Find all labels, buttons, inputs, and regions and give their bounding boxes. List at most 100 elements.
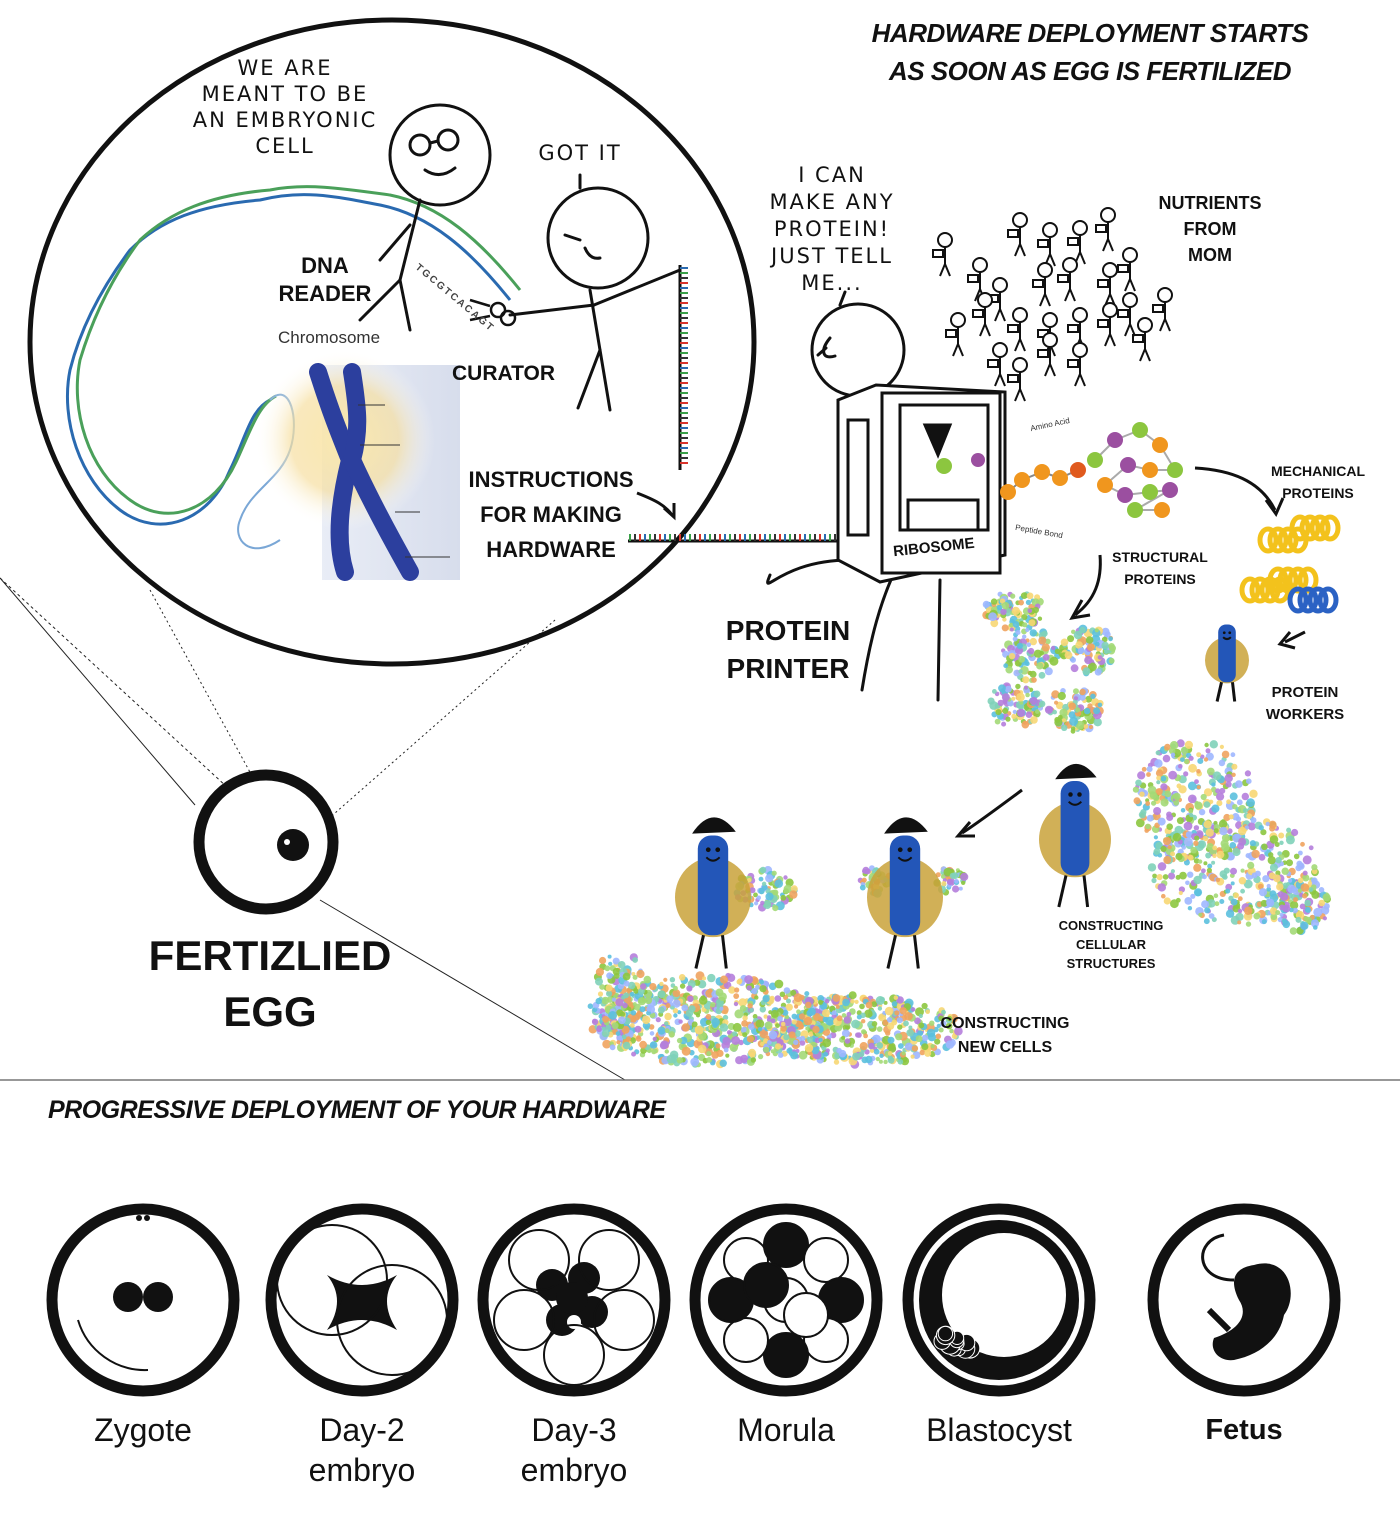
- nutrient-figure: [932, 232, 953, 277]
- mrna-bases: [629, 267, 841, 541]
- nutrient-figure: [1032, 262, 1053, 307]
- nutrient-figure: [987, 277, 1008, 322]
- dna-reader-label-line: READER: [278, 281, 372, 306]
- dna-reader-label: DNA READER: [270, 252, 380, 308]
- workers-label-line: WORKERS: [1265, 706, 1345, 723]
- stage-icon: [265, 1203, 459, 1397]
- workers-label-line: PROTEIN: [1271, 684, 1339, 701]
- nutrients-label: NUTRIENTS FROM MOM: [1140, 190, 1280, 268]
- amino-acid: [1152, 437, 1168, 453]
- curator-speech: GOT IT: [538, 141, 622, 165]
- instructions-label-line: INSTRUCTIONS: [468, 467, 634, 492]
- stage-label-day2: Day-2 embryo: [262, 1410, 462, 1490]
- nutrient-figure: [1095, 207, 1116, 252]
- nutrient-figure: [1067, 342, 1088, 387]
- amino-acid: [1097, 477, 1113, 493]
- stage-label-line: Blastocyst: [926, 1412, 1072, 1448]
- mechanical-proteins-label: MECHANICAL PROTEINS: [1258, 460, 1378, 504]
- ribosome-printer: [836, 383, 1007, 584]
- amino-acid: [1167, 462, 1183, 478]
- printer-speech: I CAN MAKE ANY PROTEIN! JUST TELL ME...: [752, 162, 912, 297]
- amino-acid: [1142, 462, 1158, 478]
- amino-acid: [1000, 484, 1016, 500]
- new-cells-label: CONSTRUCTING NEW CELLS: [925, 1012, 1085, 1060]
- egg-label-line: EGG: [223, 988, 317, 1035]
- printer-speech-line: PROTEIN!: [773, 217, 891, 241]
- amino-acid: [1014, 472, 1030, 488]
- dna-reader-figure: [358, 103, 492, 332]
- cellular-structures-label: CONSTRUCTING CELLULAR STRUCTURES: [1030, 916, 1192, 973]
- structural-label-line: PROTEINS: [1124, 571, 1196, 587]
- mechanical-proteins: [1239, 514, 1341, 614]
- mechanical-protein: [1289, 514, 1341, 542]
- amino-acid: [1162, 482, 1178, 498]
- nutrients-label-line: MOM: [1188, 245, 1232, 265]
- nutrients-label-line: NUTRIENTS: [1158, 193, 1262, 213]
- stage-label-day3: Day-3 embryo: [474, 1410, 674, 1490]
- protein-blob: [1044, 687, 1104, 734]
- amino-acid: [1132, 422, 1148, 438]
- scissors-icon: [469, 298, 517, 327]
- nutrient-figure: [1152, 287, 1173, 332]
- stage-label-line: Day-3: [531, 1412, 617, 1448]
- output-arrows: [954, 466, 1306, 838]
- nutrient-figure: [1037, 222, 1058, 267]
- stage-icon: [689, 1203, 883, 1397]
- nutrient-figure: [987, 342, 1008, 387]
- stage-label-line: Day-2: [319, 1412, 405, 1448]
- nutrient-figure: [1097, 262, 1118, 307]
- nutrients-label-line: FROM: [1183, 219, 1237, 239]
- amino-acid: [1142, 484, 1158, 500]
- chromosome-label: Chromosome: [278, 328, 381, 347]
- curator-label: CURATOR: [452, 362, 556, 385]
- dna-reader-label-line: DNA: [301, 253, 349, 278]
- section-title: PROGRESSIVE DEPLOYMENT OF YOUR HARDWARE: [48, 1096, 666, 1124]
- nutrient-figure: [945, 312, 966, 357]
- stage-icon: [477, 1203, 671, 1397]
- stage-label-line: Fetus: [1205, 1414, 1283, 1446]
- reader-speech-line: CELL: [255, 134, 315, 158]
- mechanical-protein: [1287, 586, 1339, 614]
- stage-icons: [46, 1203, 1341, 1397]
- new-cells-label-line: CONSTRUCTING: [940, 1015, 1070, 1032]
- chromosome-figure: [255, 350, 460, 581]
- stage-icon: [46, 1203, 240, 1397]
- curator-figure: [508, 173, 682, 412]
- mechanical-label-line: MECHANICAL: [1270, 463, 1366, 479]
- nutrient-figure: [1132, 317, 1153, 362]
- structural-label-line: STRUCTURAL: [1112, 549, 1208, 565]
- nutrient-figure: [1117, 292, 1138, 337]
- printer-speech-line: I CAN: [798, 163, 866, 187]
- reader-speech-line: WE ARE: [237, 56, 333, 80]
- protein-worker: [1205, 624, 1249, 702]
- nutrient-figure: [1007, 357, 1028, 402]
- protein-workers-label: PROTEIN WORKERS: [1250, 682, 1360, 726]
- printer-speech-line: ME...: [801, 271, 863, 295]
- protein-worker: [1039, 763, 1111, 908]
- new-cells-label-line: NEW CELLS: [957, 1039, 1053, 1056]
- stage-label-line: Morula: [737, 1412, 835, 1448]
- reader-speech: WE ARE MEANT TO BE AN EMBRYONIC CELL: [175, 55, 395, 159]
- protein-structures: [587, 591, 1332, 1069]
- protein-worker: [867, 817, 943, 969]
- protein-blob: [733, 866, 798, 912]
- protein-printer-label-line: PRINTER: [726, 653, 850, 684]
- stage-label-blastocyst: Blastocyst: [899, 1410, 1099, 1450]
- nutrient-figure: [1037, 332, 1058, 377]
- amino-acid: [1087, 452, 1103, 468]
- fertilized-egg-label: FERTIZLIED EGG: [140, 928, 400, 1040]
- protein-blob: [1058, 624, 1116, 677]
- amino-acid-chain: [1000, 422, 1183, 518]
- protein-worker: [675, 817, 751, 969]
- protein-blob: [1001, 627, 1062, 684]
- protein-blob: [987, 682, 1046, 729]
- reader-speech-line: MEANT TO BE: [201, 82, 369, 106]
- cellular-label-line: CONSTRUCTING: [1058, 918, 1164, 933]
- nutrient-figure: [1007, 307, 1028, 352]
- amino-acid: [1127, 502, 1143, 518]
- amino-acid: [1034, 464, 1050, 480]
- amino-acid: [1154, 502, 1170, 518]
- amino-acid: [1120, 457, 1136, 473]
- protein-printer-label-line: PROTEIN: [725, 615, 851, 646]
